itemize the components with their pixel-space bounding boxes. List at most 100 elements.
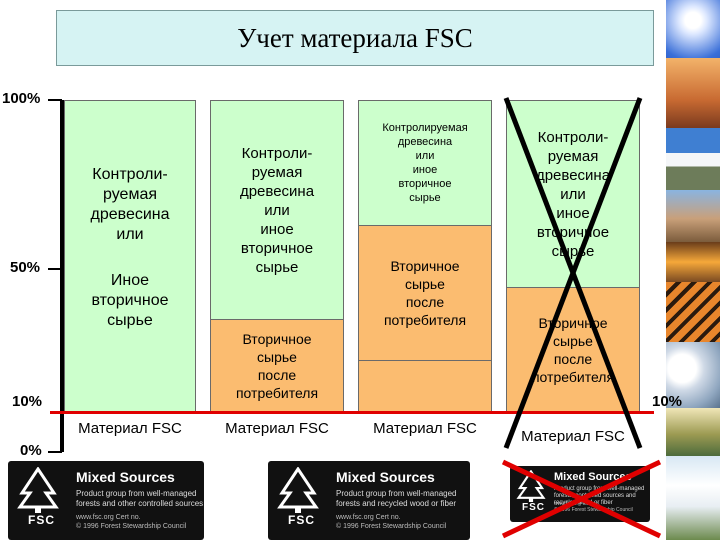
fsc-mixed-sources-logo-1: FSC Mixed Sources Product group from wel… <box>8 461 204 540</box>
column-2-middle-line: после <box>257 366 297 383</box>
column-3-upper-line: Контролируемая <box>382 122 468 134</box>
column-1-upper-line: руемая <box>103 186 157 203</box>
column-3-orange-upper-segment: Вторичное сырье после потребителя <box>358 225 492 361</box>
column-4-middle-line: после <box>553 350 593 367</box>
right-label-10: 10% <box>652 393 683 410</box>
column-2-upper-line: руемая <box>251 163 303 181</box>
logo-3-desc-line: recycled wood or fiber <box>554 500 613 506</box>
wetland-photo <box>666 408 720 456</box>
column-4-fsc-label: Материал FSC <box>521 428 625 445</box>
logo-2-fsc-text: FSC <box>288 513 315 527</box>
column-4-upper-line: иное <box>556 204 590 222</box>
logo-2-heading: Mixed Sources <box>336 469 435 485</box>
column-3-upper-line: древесина <box>397 136 453 148</box>
tick-100 <box>48 99 62 101</box>
column-2-orange-segment: Вторичное сырье после потребителя <box>210 319 344 412</box>
rocky-landscape-photo <box>666 190 720 242</box>
logo-1-desc-line: Product group from well-managed <box>76 489 197 498</box>
column-3-middle-line: после <box>405 294 445 310</box>
logo-2-description: Product group from well-managed forests … <box>336 489 457 509</box>
tick-0 <box>48 451 62 453</box>
column-3-upper-line: иное <box>412 164 438 176</box>
column-3-upper-line: сырье <box>409 192 441 204</box>
column-2-fsc-label: Материал FSC <box>225 420 329 437</box>
logo-2-cert: www.fsc.org Cert no. © 1996 Forest Stewa… <box>336 513 446 531</box>
column-3-green-segment: Контролируемая древесина или иное вторич… <box>358 100 492 226</box>
logo-1-cert: www.fsc.org Cert no. © 1996 Forest Stewa… <box>76 513 186 531</box>
logo-3-desc-line: forests, controlled sources and <box>554 493 636 499</box>
tiger-photo <box>666 282 720 342</box>
snow-mountain-photo <box>666 128 720 190</box>
column-2-green-segment: Контроли- руемая древесина или иное втор… <box>210 100 344 320</box>
column-1-text: Контроли- руемая древесина или Иное втор… <box>90 165 169 331</box>
column-4-middle-line: сырье <box>553 332 593 349</box>
logo-1-cert-line: © 1996 Forest Stewardship Council <box>76 523 187 530</box>
ten-percent-red-line <box>50 411 654 414</box>
stork-photo <box>666 456 720 540</box>
column-4-green-segment: Контроли- руемая древесина или иное втор… <box>506 100 640 288</box>
column-4-cross-line-b <box>503 97 643 449</box>
column-2-middle-line: сырье <box>257 348 297 365</box>
column-1-fsc-label: Материал FSC <box>78 420 182 437</box>
column-2-upper-line: Контроли- <box>241 144 313 162</box>
axis-label-0: 0% <box>20 442 42 459</box>
column-3-middle-line: сырье <box>405 276 445 292</box>
logo-1-description: Product group from well-managed forests … <box>76 489 203 509</box>
column-1-upper-line: Контроли- <box>92 166 168 183</box>
column-1-green-segment: Контроли- руемая древесина или Иное втор… <box>64 100 196 412</box>
fsc-mixed-sources-logo-2: FSC Mixed Sources Product group from wel… <box>268 461 470 540</box>
column-1: Контроли- руемая древесина или Иное втор… <box>64 100 196 412</box>
fsc-tree-icon <box>17 467 59 513</box>
tick-50 <box>48 268 62 270</box>
column-4-upper-line: руемая <box>547 147 599 165</box>
sunset-sky-photo <box>666 242 720 282</box>
column-2-upper-line: вторичное <box>240 239 314 257</box>
logo-3-heading: Mixed Sources <box>554 471 632 483</box>
column-3-fsc-label: Материал FSC <box>373 420 477 437</box>
logo-1-fsc-text: FSC <box>28 513 55 527</box>
logo-1-desc-line: forests and other controlled sources <box>76 499 204 508</box>
slide-title: Учет материала FSC <box>56 10 654 66</box>
logo-3-fsc-text: FSC <box>522 502 545 513</box>
column-2: Контроли- руемая древесина или иное втор… <box>210 100 344 412</box>
logo-3-cert-line: © 1996 Forest Stewardship Council <box>554 507 633 513</box>
column-4-middle-line: потребителя <box>531 368 615 385</box>
column-2-middle-line: Вторичное <box>242 330 312 347</box>
snow-trees-photo <box>666 342 720 408</box>
horse-photo <box>666 58 720 128</box>
axis-label-50: 50% <box>10 259 41 276</box>
y-axis-line <box>60 100 64 452</box>
column-4-upper-line: древесина <box>535 166 611 184</box>
logo-3-cert-line: www.fsc.org Cert no. <box>554 501 601 507</box>
column-1-upper-line: или <box>116 226 144 243</box>
column-3-middle-line: потребителя <box>383 312 467 328</box>
column-3-upper-line: или <box>415 150 435 162</box>
logo-2-cert-line: www.fsc.org Cert no. <box>336 514 401 521</box>
column-1-upper-line: древесина <box>90 206 170 223</box>
logo-2-cert-line: © 1996 Forest Stewardship Council <box>336 523 447 530</box>
column-1-middle-line: вторичное <box>91 292 169 309</box>
column-1-middle-line: Иное <box>110 272 150 289</box>
logo-2-desc-line: Product group from well-managed <box>336 489 457 498</box>
column-3-middle-line: Вторичное <box>390 258 460 274</box>
axis-label-10: 10% <box>12 393 43 410</box>
axis-label-100: 100% <box>2 90 41 107</box>
column-2-upper-line: сырье <box>255 258 299 276</box>
column-2-middle-line: потребителя <box>235 384 319 401</box>
column-2-upper-line: древесина <box>239 182 315 200</box>
fsc-tree-icon <box>277 467 319 513</box>
logo-3-cert: www.fsc.org Cert no. © 1996 Forest Stewa… <box>554 501 633 513</box>
column-2-upper-line: иное <box>260 220 294 238</box>
logo-3-cross-line-b <box>501 459 662 539</box>
column-2-upper-line: или <box>264 201 290 219</box>
logo-1-heading: Mixed Sources <box>76 469 175 485</box>
column-1-middle-line: сырье <box>107 312 153 329</box>
logo-2-desc-line: forests and recycled wood or fiber <box>336 499 457 508</box>
fsc-tree-icon <box>516 470 546 502</box>
logo-1-cert-line: www.fsc.org Cert no. <box>76 514 141 521</box>
column-3-upper-line: вторичное <box>398 178 452 190</box>
sun-sky-photo <box>666 0 720 58</box>
photo-strip <box>666 0 720 540</box>
column-4-upper-line: или <box>560 185 586 203</box>
